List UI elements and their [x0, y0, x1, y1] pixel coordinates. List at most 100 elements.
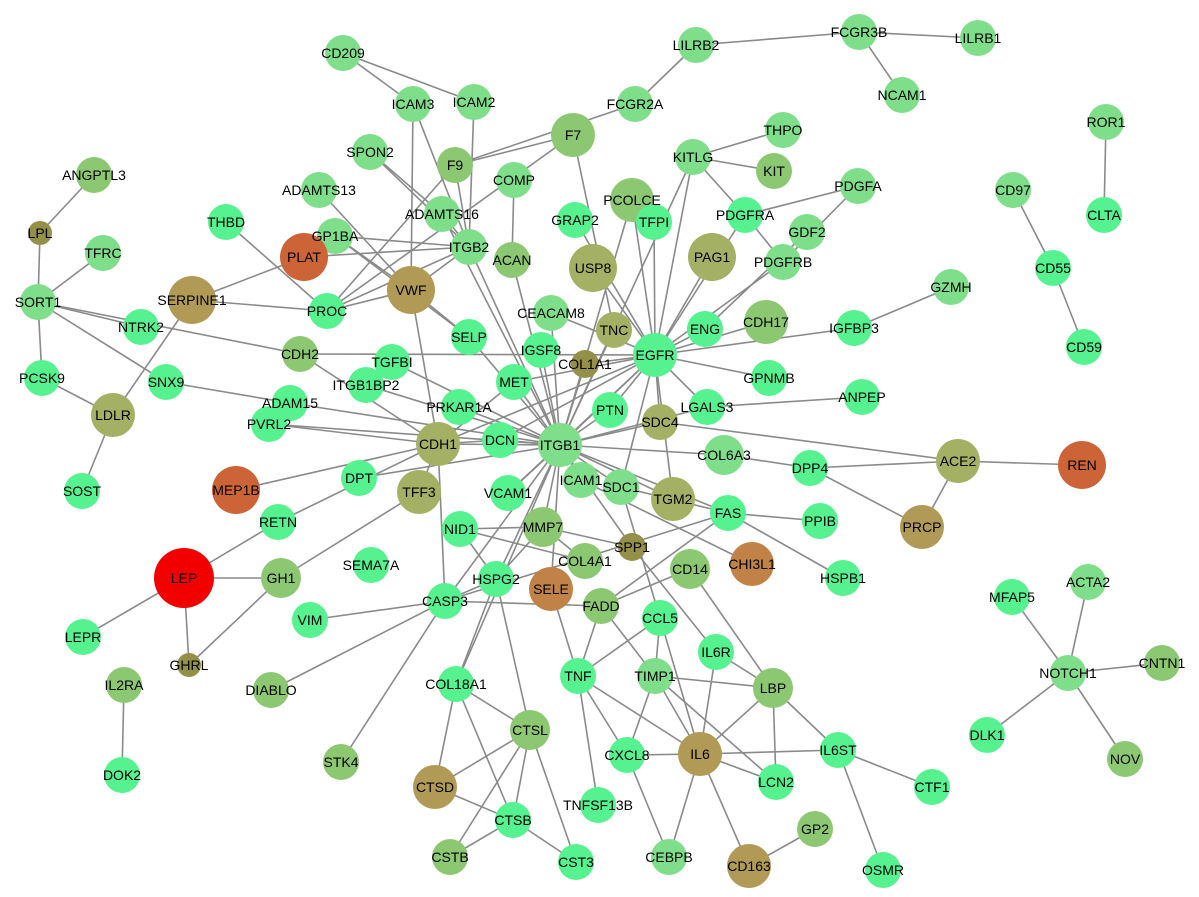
node-cstb[interactable]: [432, 839, 468, 875]
node-nov[interactable]: [1107, 741, 1143, 777]
node-pdgfrb[interactable]: [765, 244, 801, 280]
node-acan[interactable]: [494, 242, 530, 278]
node-lgals3[interactable]: [689, 389, 725, 425]
node-retn[interactable]: [260, 504, 296, 540]
node-lcn2[interactable]: [758, 764, 794, 800]
node-cd55[interactable]: [1035, 250, 1071, 286]
node-dcn[interactable]: [482, 422, 518, 458]
node-ctf1[interactable]: [914, 769, 950, 805]
node-ldlr[interactable]: [91, 393, 135, 437]
node-vim[interactable]: [292, 602, 328, 638]
node-serpine1[interactable]: [168, 276, 216, 324]
node-col6a3[interactable]: [704, 435, 744, 475]
node-lpl[interactable]: [28, 221, 52, 245]
node-fas[interactable]: [710, 495, 746, 531]
node-tnc[interactable]: [596, 312, 632, 348]
node-nid1[interactable]: [442, 511, 478, 547]
node-dpp4[interactable]: [792, 450, 828, 486]
node-notch1[interactable]: [1050, 655, 1086, 691]
node-fadd[interactable]: [583, 588, 619, 624]
node-ror1[interactable]: [1088, 104, 1124, 140]
node-dpt[interactable]: [341, 460, 377, 496]
node-gpnmb[interactable]: [751, 360, 787, 396]
node-ceacam8[interactable]: [533, 295, 569, 331]
node-chi3l1[interactable]: [730, 542, 774, 586]
node-tgm2[interactable]: [651, 477, 695, 521]
node-sdc4[interactable]: [642, 404, 678, 440]
node-met[interactable]: [496, 364, 532, 400]
node-sost[interactable]: [64, 473, 100, 509]
node-cd163[interactable]: [727, 844, 771, 888]
node-il2ra[interactable]: [106, 667, 142, 703]
node-ghrl[interactable]: [177, 653, 201, 677]
node-fcgr3b[interactable]: [841, 14, 877, 50]
node-selp[interactable]: [451, 319, 487, 355]
node-osmr[interactable]: [865, 852, 901, 888]
node-tnfsf13b[interactable]: [580, 787, 616, 823]
node-ace2[interactable]: [936, 439, 980, 483]
node-pag1[interactable]: [688, 233, 736, 281]
node-pdgfa[interactable]: [840, 168, 876, 204]
node-lep[interactable]: [154, 548, 214, 608]
node-adamts13[interactable]: [301, 172, 337, 208]
node-col1a1[interactable]: [571, 350, 599, 378]
node-stk4[interactable]: [323, 744, 359, 780]
node-igsf8[interactable]: [523, 332, 559, 368]
node-eng[interactable]: [687, 311, 723, 347]
node-il6st[interactable]: [820, 732, 856, 768]
node-f9[interactable]: [437, 147, 473, 183]
node-sdc1[interactable]: [603, 469, 639, 505]
node-il6[interactable]: [678, 732, 722, 776]
node-clta[interactable]: [1086, 197, 1122, 233]
node-icam2[interactable]: [456, 84, 492, 120]
node-lbp[interactable]: [753, 668, 793, 708]
node-spon2[interactable]: [352, 134, 388, 170]
node-col4a1[interactable]: [567, 543, 603, 579]
node-itgb1bp2[interactable]: [348, 367, 384, 403]
node-icam1[interactable]: [563, 462, 599, 498]
node-vwf[interactable]: [387, 266, 435, 314]
node-ppib[interactable]: [802, 503, 838, 539]
node-anpep[interactable]: [844, 379, 880, 415]
node-timp1[interactable]: [637, 658, 673, 694]
node-lilrb2[interactable]: [678, 27, 714, 63]
node-pcsk9[interactable]: [24, 360, 60, 396]
node-adamts16[interactable]: [424, 196, 460, 232]
node-gp2[interactable]: [797, 811, 833, 847]
node-vcam1[interactable]: [490, 475, 526, 511]
node-tfrc[interactable]: [85, 235, 121, 271]
node-ctsd[interactable]: [413, 765, 457, 809]
node-thbd[interactable]: [208, 204, 244, 240]
node-cdh17[interactable]: [744, 300, 788, 344]
node-f7[interactable]: [551, 113, 595, 157]
node-itgb1[interactable]: [538, 423, 582, 467]
node-ctsl[interactable]: [510, 710, 550, 750]
node-proc[interactable]: [309, 293, 345, 329]
node-angptl3[interactable]: [76, 157, 112, 193]
node-ccl5[interactable]: [642, 600, 678, 636]
node-cd14[interactable]: [670, 549, 710, 589]
node-egfr[interactable]: [633, 333, 677, 377]
node-casp3[interactable]: [427, 583, 463, 619]
node-fcgr2a[interactable]: [617, 86, 653, 122]
node-cntn1[interactable]: [1144, 645, 1180, 681]
node-cst3[interactable]: [558, 844, 594, 880]
node-sort1[interactable]: [20, 284, 56, 320]
node-tgfbi[interactable]: [374, 344, 410, 380]
node-il6r[interactable]: [698, 634, 734, 670]
node-grap2[interactable]: [557, 202, 593, 238]
node-gh1[interactable]: [261, 558, 301, 598]
node-dlk1[interactable]: [969, 717, 1005, 753]
node-cdh2[interactable]: [282, 336, 318, 372]
node-igfbp3[interactable]: [836, 310, 872, 346]
node-lilrb1[interactable]: [960, 20, 996, 56]
node-gzmh[interactable]: [933, 269, 969, 305]
node-ntrk2[interactable]: [123, 309, 159, 345]
node-cd97[interactable]: [995, 172, 1031, 208]
node-spp1[interactable]: [618, 533, 646, 561]
node-gp1ba[interactable]: [317, 218, 353, 254]
node-comp[interactable]: [496, 162, 532, 198]
node-hspb1[interactable]: [825, 560, 861, 596]
node-kitlg[interactable]: [675, 139, 711, 175]
node-tff3[interactable]: [397, 470, 441, 514]
